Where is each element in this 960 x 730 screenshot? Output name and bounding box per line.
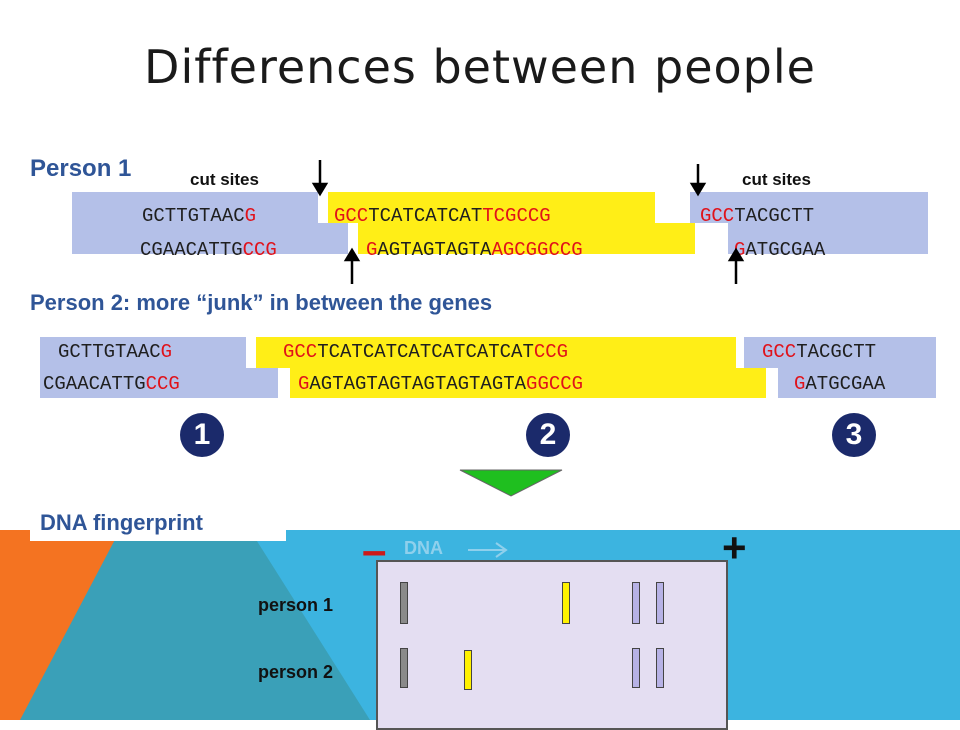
dna-segment: G — [298, 373, 310, 395]
dna-segment: ATGCGAA — [745, 239, 826, 261]
p1-left-block-top — [72, 192, 318, 223]
p1-seq-bot-left: CGAACATTGCCG — [140, 239, 277, 261]
p1-mid-block-top — [328, 192, 655, 223]
p2-seq-top-right: GCCTACGCTT — [762, 341, 876, 363]
person1-label: Person 1 — [30, 155, 132, 182]
down-arrow-icon — [459, 469, 563, 497]
dna-segment: AGTAGTAGTAGTAGTAGTA — [309, 373, 527, 395]
p2-seq-bot-right: GATGCGAA — [794, 373, 885, 395]
p2-left-block-top — [40, 337, 246, 368]
gel-band-p1-marker — [400, 582, 408, 624]
p1-seq-top-right: GCCTACGCTT — [700, 205, 814, 227]
dna-segment: GCTTGTAAC — [58, 341, 161, 363]
p1-seq-bot-right: GATGCGAA — [734, 239, 825, 261]
dna-segment: CCG — [145, 373, 180, 395]
gel-box — [376, 560, 728, 730]
dna-segment: TCGCCG — [482, 205, 551, 227]
dna-segment: CGAACATTG — [43, 373, 146, 395]
dna-segment: CCG — [242, 239, 277, 261]
dna-segment: AGTAGTAGTA — [377, 239, 492, 261]
gel-person1-label: person 1 — [258, 595, 334, 615]
person2-label: Person 2: more “junk” in between the gen… — [30, 290, 493, 315]
p2-right-block-bottom — [778, 368, 936, 398]
dna-segment: CGAACATTG — [140, 239, 243, 261]
dna-segment: G — [366, 239, 378, 261]
p2-seq-bot-left: CGAACATTGCCG — [43, 373, 180, 395]
dna-segment: GCC — [283, 341, 318, 363]
dna-segment: TACGCTT — [796, 341, 877, 363]
bg-teal — [20, 530, 370, 720]
dna-segment: ATGCGAA — [805, 373, 886, 395]
gel-band-p2-marker — [400, 648, 408, 688]
dna-segment: G — [734, 239, 746, 261]
cut-arrows — [311, 160, 745, 284]
gel-band-p2-fragment-b — [656, 648, 664, 688]
p1-right-block-top — [690, 192, 928, 223]
p2-seq-top-left: GCTTGTAACG — [58, 341, 172, 363]
dna-segment: G — [794, 373, 806, 395]
cut-sites-right-label: cut sites — [742, 170, 811, 189]
dna-segment: GCC — [334, 205, 369, 227]
fragment-1-badge: 1 — [180, 413, 224, 457]
gel-person2-label: person 2 — [258, 662, 334, 682]
gel-band-p1-fragment-b — [656, 582, 664, 624]
p1-mid-block-bottom — [358, 223, 695, 254]
dna-segment: TACGCTT — [734, 205, 815, 227]
dna-segment: TCATCATCAT — [368, 205, 483, 227]
dna-segment: GCTTGTAAC — [142, 205, 245, 227]
fingerprint-label-box — [30, 505, 286, 541]
gel-band-p2-fragment-a — [632, 648, 640, 688]
dna-segment: AGCGGCCG — [491, 239, 583, 261]
gel-band-p1-fragment-a — [632, 582, 640, 624]
dna-segment: GCC — [762, 341, 797, 363]
dna-segment: G — [160, 341, 173, 363]
dna-segment: GCC — [700, 205, 735, 227]
cut-arrow-up-left — [343, 247, 361, 284]
dna-segment: CCG — [533, 341, 569, 363]
fragment-3-badge: 3 — [832, 413, 876, 457]
p1-seq-top-mid: GCCTCATCATCATTCGCCG — [334, 205, 551, 227]
p2-seq-top-mid: GCCTCATCATCATCATCATCATCCG — [283, 341, 568, 363]
dna-direction-arrow-icon — [468, 542, 508, 558]
cut-arrow-down-right — [689, 164, 707, 197]
fingerprint-label: DNA fingerprint — [40, 510, 203, 535]
p2-seq-bot-mid: GAGTAGTAGTAGTAGTAGTAGGCCG — [298, 373, 583, 395]
gel-band-p1-fragment-2 — [562, 582, 570, 624]
p1-seq-bot-mid: GAGTAGTAGTAAGCGGCCG — [366, 239, 583, 261]
gel-band-p2-fragment-2 — [464, 650, 472, 690]
cut-arrow-down-left — [311, 160, 329, 197]
fragment-2-badge: 2 — [526, 413, 570, 457]
p2-left-block-bottom — [40, 368, 278, 398]
p2-mid-block-top — [256, 337, 736, 368]
cut-arrow-up-right — [727, 247, 745, 284]
page-title: Differences between people — [144, 40, 816, 94]
dna-segment: G — [244, 205, 257, 227]
cut-sites-left-label: cut sites — [190, 170, 259, 189]
dna-segment: GGCCG — [526, 373, 584, 395]
p1-right-block-bottom — [728, 223, 928, 254]
p1-seq-top-left: GCTTGTAACG — [142, 205, 256, 227]
dna-direction-label: DNA — [404, 538, 443, 558]
p2-mid-block-bottom — [290, 368, 766, 398]
p2-right-block-top — [744, 337, 936, 368]
p1-left-block-bottom — [72, 223, 348, 254]
dna-segment: TCATCATCATCATCATCAT — [317, 341, 534, 363]
